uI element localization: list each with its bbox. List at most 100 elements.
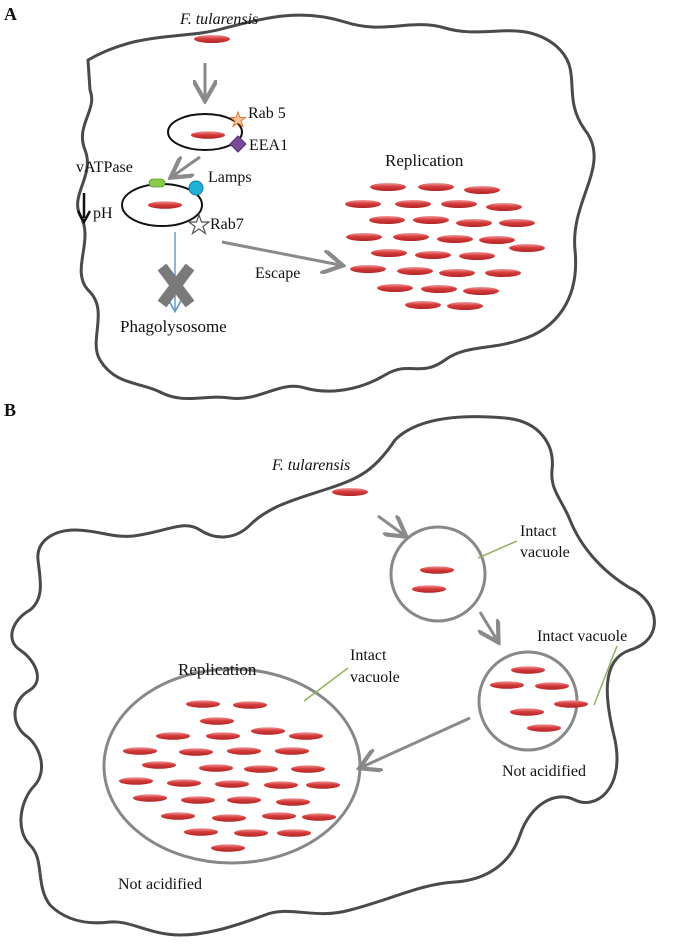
phagolysosome-label: Phagolysosome [120, 317, 227, 336]
bacterium [419, 566, 455, 574]
bacterium-incoming-b [332, 488, 368, 496]
pointer-vacuole-2 [593, 645, 618, 706]
bacterium [263, 781, 299, 789]
bacterium [437, 235, 473, 243]
bacterium [346, 233, 382, 241]
intact-vacuole-2-label: Intact vacuole [537, 628, 627, 645]
bacterium [553, 700, 589, 708]
bacterium [526, 724, 562, 732]
bacterium [439, 269, 475, 277]
bacterium [198, 764, 234, 772]
bacterium [214, 780, 250, 788]
escape-label: Escape [255, 265, 300, 282]
panel-a-letter: A [4, 4, 17, 24]
bacterium [290, 765, 326, 773]
not-acidified-1-label: Not acidified [118, 876, 202, 893]
bacterium [178, 748, 214, 756]
bacterium [411, 585, 447, 593]
bacterium [276, 829, 312, 837]
lamps-icon [188, 180, 204, 196]
rab5-star-icon [229, 110, 247, 128]
panel-b-letter: B [4, 400, 16, 420]
intact-vacuole-1 [389, 525, 487, 623]
intact-vacuole-1-label-line2: vacuole [520, 544, 570, 561]
bacterium [421, 285, 457, 293]
ph-arrow-head-icon [76, 210, 92, 225]
bacterium [160, 812, 196, 820]
rab7-label: Rab7 [210, 216, 244, 233]
bacterium [479, 236, 515, 244]
entry-arrow-b [377, 516, 404, 535]
bacterium [288, 732, 324, 740]
organism-label-a: F. tularensis [179, 11, 258, 28]
bacterium [345, 200, 381, 208]
bacterium [377, 284, 413, 292]
bacterium [275, 798, 311, 806]
replication-cluster-a [345, 183, 545, 310]
bacterium [122, 747, 158, 755]
panel-a: A F. tularensis Rab 5 EEA1 vATPase Lamps… [4, 4, 596, 401]
panel-a-cell-membrane [76, 13, 596, 401]
vatpase-icon [148, 178, 166, 188]
replication-label-a: Replication [385, 151, 464, 170]
bacterium [250, 727, 286, 735]
bacterium [232, 701, 268, 709]
bacterium [350, 265, 386, 273]
bacterium [509, 708, 545, 716]
intact-vacuole-3-label-line2: vacuole [350, 669, 400, 686]
bacterium [486, 203, 522, 211]
bacterium [395, 200, 431, 208]
bacterium [166, 779, 202, 787]
bacterium [418, 183, 454, 191]
escape-arrow [221, 240, 340, 265]
bacterium [305, 781, 341, 789]
bacterium [226, 796, 262, 804]
bacterium [199, 717, 235, 725]
bacterium [274, 747, 310, 755]
bacterium [210, 844, 246, 852]
intact-vacuole-1-label-line1: Intact [520, 523, 557, 540]
bacterium [489, 681, 525, 689]
bacterium [447, 302, 483, 310]
blocked-x-icon [157, 263, 195, 308]
eea1-diamond-icon [229, 135, 247, 153]
bacterium [180, 796, 216, 804]
bacterium [499, 219, 535, 227]
progression-arrow-b [480, 611, 497, 640]
maturation-arrow [173, 155, 201, 176]
bacterium [132, 794, 168, 802]
eea1-label: EEA1 [249, 137, 288, 154]
bacterium [413, 216, 449, 224]
replication-vacuole [102, 667, 362, 865]
bacterium [369, 216, 405, 224]
bacterium [211, 814, 247, 822]
early-phagosome [167, 113, 243, 151]
organism-label-b: F. tularensis [271, 457, 350, 474]
bacterium [118, 777, 154, 785]
progression-arrow-b2 [362, 716, 471, 767]
bacterium [534, 682, 570, 690]
not-acidified-2-label: Not acidified [502, 763, 586, 780]
bacterium [510, 666, 546, 674]
replication-cluster-b [118, 700, 341, 852]
bacterium [226, 747, 262, 755]
rab7-star-icon [187, 213, 211, 236]
bacterium [233, 829, 269, 837]
bacterium [205, 732, 241, 740]
bacterium [464, 186, 500, 194]
bacterium [485, 269, 521, 277]
bacterium [370, 183, 406, 191]
bacterium [301, 813, 337, 821]
vatpase-label: vATPase [76, 159, 133, 176]
bacterium [463, 287, 499, 295]
panel-b-cell-membrane [10, 415, 656, 937]
bacterium-early-phagosome [190, 131, 226, 139]
bacterium [509, 244, 545, 252]
bacterium [141, 761, 177, 769]
bacterium [456, 219, 492, 227]
bacterium [261, 812, 297, 820]
bacterium [393, 233, 429, 241]
bacterium [243, 765, 279, 773]
bacterium [415, 251, 451, 259]
